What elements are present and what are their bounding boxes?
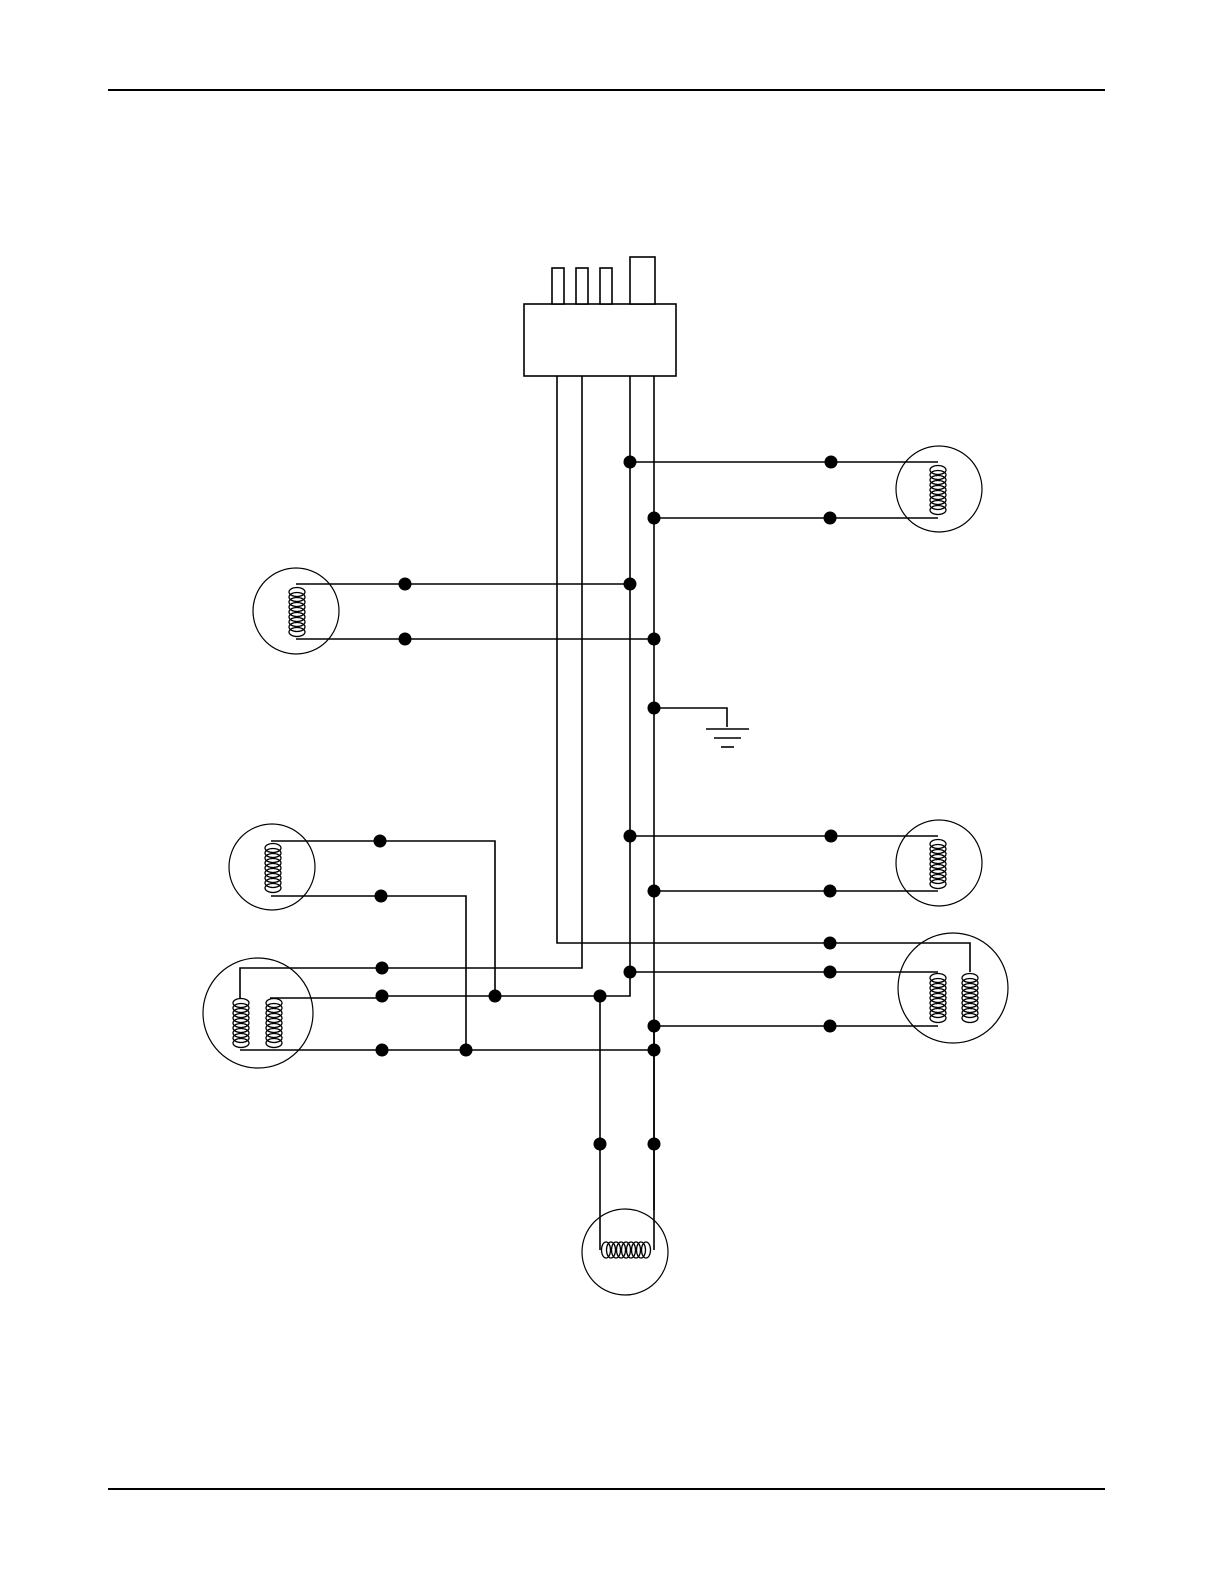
- wires: [240, 376, 970, 1250]
- junction-dot: [648, 885, 661, 898]
- junction-dot: [624, 830, 637, 843]
- connector-pin: [552, 268, 564, 304]
- junction-dot: [648, 512, 661, 525]
- wire: [240, 376, 582, 998]
- junction-dot: [624, 966, 637, 979]
- coil-icon: [266, 999, 282, 1048]
- junction-dot: [825, 830, 838, 843]
- junction-dot: [648, 1020, 661, 1033]
- double-coil-left: [203, 958, 313, 1068]
- junction-dot: [594, 990, 607, 1003]
- double-coil-right: [898, 933, 1008, 1043]
- coil-icon: [289, 588, 305, 637]
- junction-dot: [374, 835, 387, 848]
- junction-dot: [399, 578, 412, 591]
- coil-icon: [233, 999, 249, 1048]
- junction-dot: [376, 962, 389, 975]
- junction-dot: [824, 966, 837, 979]
- junction-dot: [624, 578, 637, 591]
- junction-dot: [624, 456, 637, 469]
- connector-body: [524, 304, 676, 376]
- junction-dot: [594, 1138, 607, 1151]
- junction-dot: [824, 937, 837, 950]
- ground-icon: [706, 729, 749, 747]
- junction-dot: [399, 633, 412, 646]
- junction-dot: [648, 702, 661, 715]
- junction-dot: [648, 633, 661, 646]
- coil-icon: [930, 974, 946, 1023]
- wire: [654, 708, 727, 727]
- wire: [271, 896, 466, 1050]
- junction-dot: [648, 1044, 661, 1057]
- connector-pin: [576, 268, 588, 304]
- connector-pin: [600, 268, 612, 304]
- connector-pin: [630, 257, 655, 304]
- junction-dot: [824, 512, 837, 525]
- coil-icon: [930, 840, 946, 889]
- junction-dot: [376, 1044, 389, 1057]
- junction-dot: [460, 1044, 473, 1057]
- coil-icon: [962, 974, 978, 1023]
- coil-icon: [602, 1242, 651, 1258]
- wire: [557, 376, 970, 972]
- junction-dot: [489, 990, 502, 1003]
- junction-dot: [824, 1020, 837, 1033]
- coil-icon: [930, 466, 946, 515]
- connector: [524, 257, 676, 376]
- coil-icon: [265, 844, 281, 893]
- wire: [382, 376, 630, 996]
- junction-dot: [824, 885, 837, 898]
- junction-dot: [648, 1138, 661, 1151]
- junction-dot: [375, 890, 388, 903]
- junctions: [374, 456, 838, 1151]
- junction-dot: [825, 456, 838, 469]
- components: [203, 446, 1008, 1295]
- junction-dot: [376, 990, 389, 1003]
